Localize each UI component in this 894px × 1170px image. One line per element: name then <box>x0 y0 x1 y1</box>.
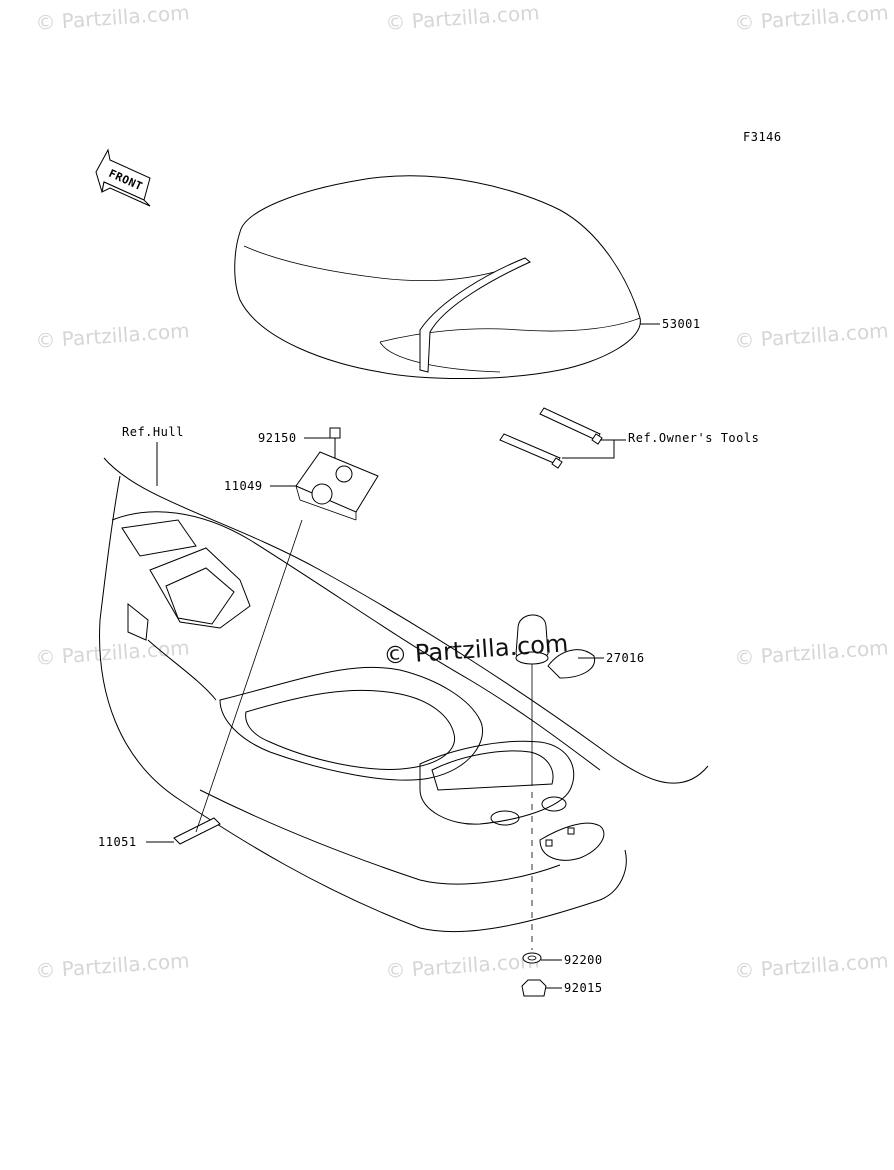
watermark: © Partzilla.com <box>35 0 191 35</box>
owners-tools-label: Ref.Owner's Tools <box>628 431 759 445</box>
tool-straps <box>499 407 603 469</box>
part-92015-label: 92015 <box>564 981 603 995</box>
washer <box>522 952 542 964</box>
watermark: © Partzilla.com <box>385 0 541 35</box>
part-92200-label: 92200 <box>564 953 603 967</box>
strip <box>173 817 221 845</box>
watermark: © Partzilla.com <box>35 318 191 353</box>
diagram-code: F3146 <box>743 130 782 144</box>
seat <box>234 175 641 379</box>
watermark: © Partzilla.com <box>734 318 890 353</box>
watermarks: © Partzilla.com © Partzilla.com © Partzi… <box>35 0 890 983</box>
nut <box>521 979 547 997</box>
cap <box>515 614 596 679</box>
watermark: © Partzilla.com <box>35 635 191 670</box>
part-27016-label: 27016 <box>606 651 645 665</box>
bracket <box>295 451 379 521</box>
watermark: © Partzilla.com <box>734 635 890 670</box>
center-watermark: © Partzilla.com <box>382 629 569 670</box>
ref-hull-label: Ref.Hull <box>122 425 184 439</box>
watermark: © Partzilla.com <box>35 948 191 983</box>
watermark: © Partzilla.com <box>734 948 890 983</box>
hull <box>99 457 709 933</box>
watermark: © Partzilla.com <box>734 0 890 35</box>
part-11049-label: 11049 <box>224 479 263 493</box>
part-92150-label: 92150 <box>258 431 297 445</box>
part-11051-label: 11051 <box>98 835 137 849</box>
front-arrow: FRONT <box>95 148 151 207</box>
watermark: © Partzilla.com <box>385 948 541 983</box>
part-53001-label: 53001 <box>662 317 701 331</box>
